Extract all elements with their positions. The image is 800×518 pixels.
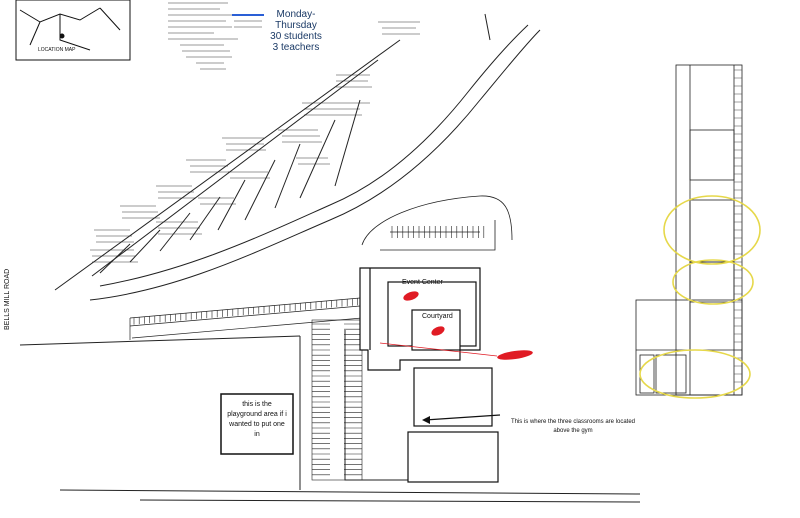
- arrow-head: [422, 416, 430, 424]
- event-center-label: Event Center: [402, 279, 443, 286]
- north-parking-stalls: [391, 226, 485, 238]
- access-road: [89, 13, 541, 301]
- classrooms-note: This is where the three classrooms are l…: [510, 419, 636, 434]
- schedule-note: Monday-Thursday 30 students 3 teachers: [258, 9, 334, 53]
- street-label: BELLS MILL ROAD: [4, 268, 11, 330]
- playground-note: this is the playground area if i wanted …: [227, 401, 287, 438]
- floor-plan-details: [734, 69, 742, 383]
- locator-label: LOCATION MAP: [38, 47, 76, 53]
- parking-stalls: [133, 298, 358, 325]
- schedule-students: 30 students: [270, 31, 322, 42]
- parking-rows: [129, 297, 363, 340]
- courtyard-label: Courtyard: [422, 313, 453, 320]
- playground-frame: [220, 393, 294, 455]
- locator-map: [15, 0, 131, 61]
- schedule-teachers: 3 teachers: [272, 42, 320, 53]
- red-leader-line: [379, 342, 498, 357]
- red-markers: [403, 291, 533, 360]
- schedule-days: Monday-Thursday: [275, 9, 317, 31]
- yellow-highlights: [639, 195, 761, 399]
- legend-notes: [168, 2, 262, 70]
- building: [359, 267, 499, 483]
- owner-notes: [90, 21, 420, 263]
- leader-arrow: [424, 414, 501, 421]
- north-parking: [361, 195, 513, 251]
- floor-plan: [635, 64, 743, 396]
- parcel-lines: [54, 39, 401, 291]
- vertical-parking: [311, 319, 363, 481]
- main-drive: [19, 330, 641, 503]
